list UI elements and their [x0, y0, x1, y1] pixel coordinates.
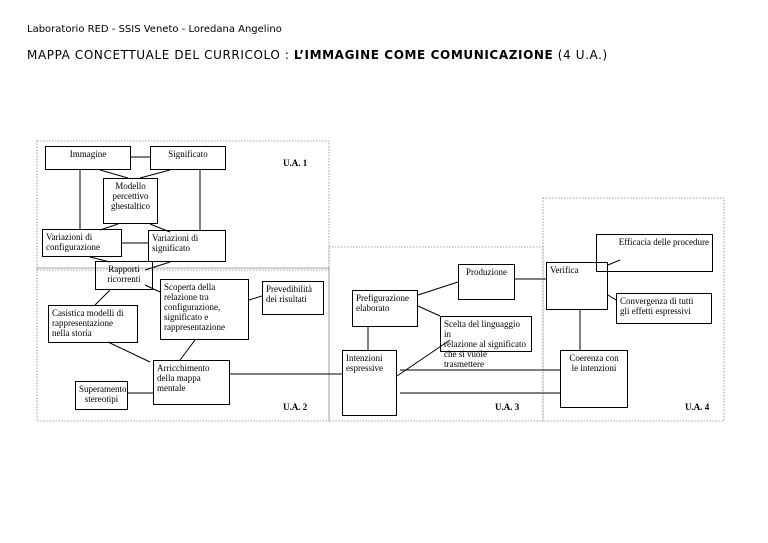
- node-modello-percettivo: Modello percettivo ghestaltico: [103, 178, 158, 224]
- region-ua2: [36, 267, 330, 422]
- node-superamento-stereotipi: Superamento stereotipi: [75, 381, 128, 410]
- node-variazioni-configurazione: Variazioni di configurazione: [42, 229, 122, 257]
- title-prefix: MAPPA CONCETTUALE DEL CURRICOLO :: [27, 48, 290, 62]
- node-verifica: Verifica: [546, 262, 608, 310]
- page-title: MAPPA CONCETTUALE DEL CURRICOLO : L’IMMA…: [27, 48, 608, 62]
- node-scelta-linguaggio: Scelta del linguaggio in relazione al si…: [440, 316, 532, 369]
- node-significato: Significato: [150, 146, 226, 170]
- node-produzione: Produzione: [458, 264, 515, 300]
- node-scoperta-relazione: Scoperta della relazione tra configurazi…: [160, 279, 249, 340]
- unit-label-ua3: U.A. 3: [495, 402, 520, 412]
- lab-header: Laboratorio RED - SSIS Veneto - Loredana…: [27, 24, 282, 35]
- node-arricchimento-mappa: Arricchimento della mappa mentale: [153, 360, 230, 405]
- node-convergenza-effetti: Convergenza di tutti gli effetti espress…: [616, 293, 712, 324]
- node-prevedibilita: Prevedibilità dei risultati: [262, 281, 324, 315]
- title-topic: L’IMMAGINE COME COMUNICAZIONE: [293, 48, 554, 62]
- node-variazioni-significato: Variazioni di significato: [148, 230, 226, 262]
- node-efficacia-procedure: Efficacia delle procedure: [596, 234, 713, 272]
- region-ua4: [542, 197, 725, 422]
- connectors: [79, 156, 621, 394]
- node-immagine: Immagine: [45, 146, 131, 170]
- unit-label-ua2: U.A. 2: [283, 402, 308, 412]
- unit-label-ua4: U.A. 4: [685, 402, 710, 412]
- node-intenzioni-espressive: Intenzioni espressive: [342, 350, 397, 416]
- unit-regions: [36, 140, 725, 422]
- region-ua1: [36, 140, 330, 269]
- title-suffix: (4 U.A.): [557, 48, 608, 62]
- node-casistica-modelli: Casistica modelli di rappresentazione ne…: [48, 305, 138, 343]
- node-rapporti-ricorrenti: Rapporti ricorrenti: [95, 261, 153, 290]
- node-coerenza-intenzioni: Coerenza con le intenzioni: [560, 350, 628, 408]
- unit-label-ua1: U.A. 1: [283, 158, 308, 168]
- node-prefigurazione-elaborato: Prefigurazione elaborato: [352, 290, 418, 327]
